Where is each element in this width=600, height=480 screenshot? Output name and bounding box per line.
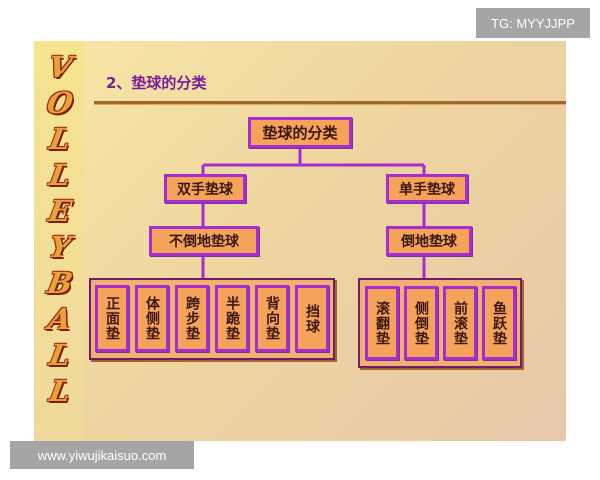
root-node: 垫球的分类 [248, 117, 352, 148]
classification-tree: 垫球的分类 双手垫球 单手垫球 不倒地垫球 倒地垫球 正面垫 体侧垫 跨步垫 半… [34, 41, 566, 441]
sub-node-diving: 倒地垫球 [386, 226, 472, 256]
volleyball-side-banner: V O L L E Y B A L L [34, 41, 84, 441]
sub-node-standing: 不倒地垫球 [149, 226, 259, 256]
tree-connectors [201, 148, 426, 278]
slide: V O L L E Y B A L L 2、垫球的分类 [34, 41, 566, 441]
leaf-node: 背向垫 [255, 285, 289, 352]
watermark-top-right: TG: MYYJJPP [476, 8, 590, 38]
leaf-node: 鱼跃垫 [482, 286, 516, 360]
slide-title: 2、垫球的分类 [106, 74, 207, 92]
watermark-bottom-left: www.yiwujikaisuo.com [10, 441, 194, 469]
leaf-node: 侧倒垫 [404, 286, 438, 360]
leaf-node: 半跪垫 [215, 285, 249, 352]
leaf-node: 体侧垫 [135, 285, 169, 352]
leaf-group-standing [89, 278, 335, 360]
leaf-node: 前滚垫 [443, 286, 477, 360]
title-underline [94, 101, 566, 104]
branch-node-one-hand: 单手垫球 [386, 174, 468, 203]
branch-node-two-hand: 双手垫球 [164, 174, 246, 203]
leaf-node: 跨步垫 [175, 285, 209, 352]
leaf-node: 滚翻垫 [365, 286, 399, 360]
leaf-node: 挡球 [295, 285, 329, 352]
leaf-node: 正面垫 [95, 285, 129, 352]
